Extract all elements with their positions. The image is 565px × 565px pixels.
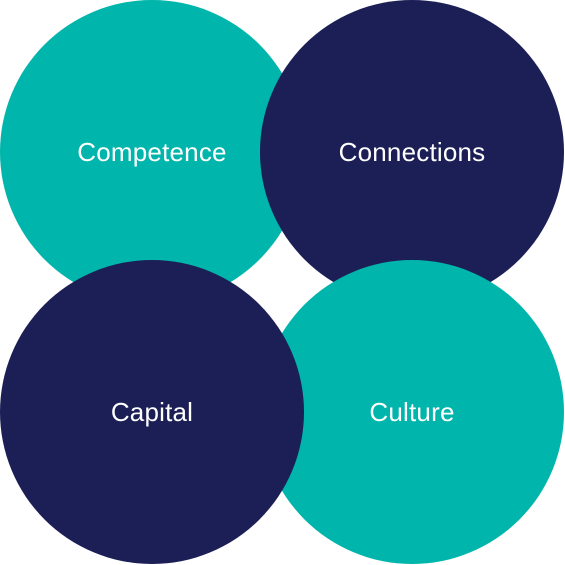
- competence-label: Competence: [77, 137, 226, 167]
- capital-circle: [0, 260, 304, 564]
- culture-label: Culture: [369, 397, 454, 427]
- competence-circle: [0, 0, 304, 304]
- connections-node: [260, 0, 564, 304]
- connections-circle: [260, 0, 564, 304]
- culture-node: [260, 260, 564, 564]
- competence-node: [0, 0, 304, 304]
- capital-label: Capital: [111, 397, 193, 427]
- culture-circle: [260, 260, 564, 564]
- capital-node: [0, 260, 304, 564]
- connections-label: Connections: [339, 137, 486, 167]
